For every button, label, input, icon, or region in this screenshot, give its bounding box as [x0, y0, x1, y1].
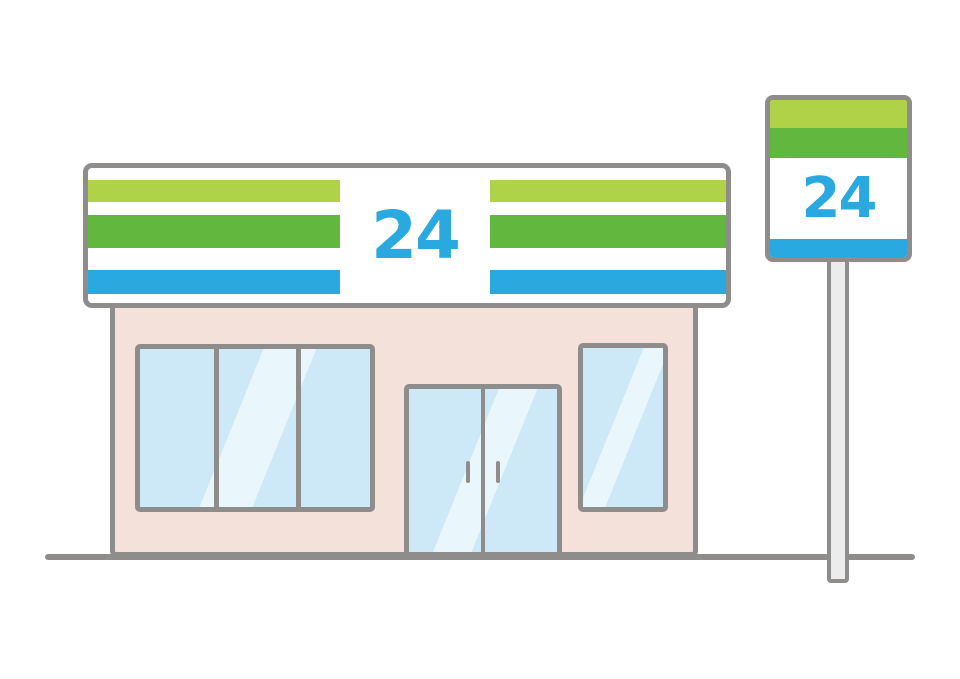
pole-sign-stripe-blue: [770, 239, 907, 257]
entrance-door: [404, 384, 562, 557]
door-handle-right: [496, 461, 500, 483]
pole-sign-stripe-green: [770, 128, 907, 158]
pole-sign-stripe-light-green: [770, 100, 907, 128]
store-sign: 24: [83, 163, 731, 308]
door-center-divider: [481, 389, 485, 552]
right-window: [578, 343, 668, 512]
left-window-divider-2: [296, 349, 301, 507]
pole-sign-number-panel: 24: [770, 158, 907, 239]
store-sign-24-text: 24: [371, 196, 461, 274]
pole-sign-24-text: 24: [801, 165, 878, 231]
store-sign-number-panel: 24: [340, 168, 490, 303]
pole-sign-post: [827, 250, 849, 583]
pole-sign: 24: [765, 95, 912, 262]
left-window: [135, 344, 375, 512]
ground-line: [45, 554, 915, 560]
left-window-divider-1: [214, 349, 219, 507]
door-handle-left: [466, 461, 470, 483]
